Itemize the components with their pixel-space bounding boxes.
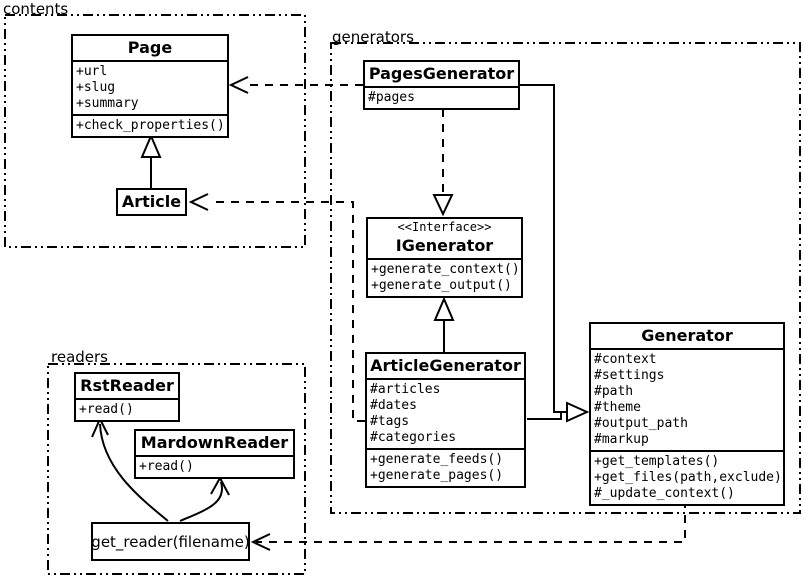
- class-title-mardownreader: MardownReader: [136, 431, 293, 457]
- class-methods-igenerator: +generate_context()+generate_output(): [368, 260, 521, 296]
- open-arrowhead: [188, 193, 209, 211]
- hollow-triangle-arrowhead: [433, 296, 455, 321]
- class-methods-page: +check_properties(): [73, 114, 227, 136]
- member-line: #pages: [368, 90, 415, 105]
- package-label-readers: readers: [51, 348, 108, 366]
- class-articlegenerator: ArticleGenerator #articles#dates#tags#ca…: [365, 352, 526, 488]
- member-line: +generate_pages(): [370, 468, 504, 483]
- member-line: #articles: [370, 382, 441, 397]
- stereotype-interface: <<Interface>>: [397, 220, 492, 234]
- function-box-get-reader: get_reader(filename): [91, 522, 250, 561]
- member-line: #dates: [370, 398, 417, 413]
- package-label-contents: contents: [3, 0, 69, 18]
- member-line: #settings: [594, 368, 665, 383]
- member-line: #theme: [594, 400, 641, 415]
- class-rstreader: RstReader +read(): [74, 372, 180, 422]
- class-methods-rstreader: +read(): [76, 400, 178, 420]
- class-attributes-articlegenerator: #articles#dates#tags#categories: [367, 380, 524, 448]
- class-title-igenerator: <<Interface>> IGenerator: [368, 219, 521, 260]
- generalization-articlegenerator-to-igenerator: [433, 296, 455, 352]
- package-border-generators: [330, 42, 801, 514]
- member-line: +read(): [139, 459, 194, 474]
- dependency-generator-to-getreader: [250, 500, 686, 551]
- member-line: +read(): [79, 402, 134, 417]
- member-line: #markup: [594, 432, 649, 447]
- class-attributes-generator: #context#settings#path#theme#output_path…: [591, 350, 783, 450]
- package-border-contents: [4, 14, 306, 248]
- dependency-pagesgenerator-to-page: [228, 76, 363, 94]
- member-line: #context: [594, 352, 657, 367]
- generalization-articlegenerator-to-generator: [527, 401, 590, 423]
- class-article: Article: [116, 188, 187, 216]
- class-title-article: Article: [121, 192, 182, 211]
- member-line: +slug: [76, 80, 116, 95]
- class-methods-articlegenerator: +generate_feeds()+generate_pages(): [367, 448, 524, 486]
- arrow-getreader-to-mardownreader: [179, 475, 230, 522]
- member-line: #tags: [370, 414, 410, 429]
- member-line: +url: [76, 64, 108, 79]
- class-title-page: Page: [73, 36, 227, 62]
- class-title-generator: Generator: [591, 324, 783, 350]
- member-line: +get_files(path,exclude): [594, 470, 782, 485]
- open-arrowhead: [228, 76, 249, 94]
- class-mardownreader: MardownReader +read(): [134, 429, 295, 479]
- member-line: #path: [594, 384, 634, 399]
- class-page: Page +url+slug+summary +check_properties…: [71, 34, 229, 138]
- member-line: +get_templates(): [594, 454, 720, 469]
- class-attributes-page: +url+slug+summary: [73, 62, 227, 114]
- class-title-articlegenerator: ArticleGenerator: [367, 354, 524, 380]
- generalization-pagesgenerator-to-generator: [520, 84, 567, 413]
- class-title-pagesgenerator: PagesGenerator: [365, 62, 518, 88]
- hollow-triangle-arrowhead: [566, 401, 590, 423]
- class-generator: Generator #context#settings#path#theme#o…: [589, 322, 785, 506]
- package-label-generators: generators: [332, 28, 414, 46]
- function-label-get-reader: get_reader(filename): [91, 532, 250, 551]
- hollow-triangle-arrowhead: [140, 133, 162, 158]
- member-line: #categories: [370, 430, 457, 445]
- member-line: +generate_context(): [371, 262, 520, 277]
- member-line: #_update_context(): [594, 486, 735, 501]
- class-igenerator: <<Interface>> IGenerator +generate_conte…: [366, 217, 523, 298]
- hollow-triangle-arrowhead: [432, 194, 454, 217]
- class-pagesgenerator: PagesGenerator #pages: [363, 60, 520, 110]
- class-attributes-pagesgenerator: #pages: [365, 88, 518, 108]
- member-line: +generate_feeds(): [370, 452, 504, 467]
- class-methods-mardownreader: +read(): [136, 457, 293, 477]
- realization-pagesgenerator-to-igenerator: [432, 109, 454, 217]
- class-title-igenerator-text: IGenerator: [395, 236, 494, 255]
- member-line: #output_path: [594, 416, 688, 431]
- member-line: +generate_output(): [371, 278, 512, 293]
- class-methods-generator: +get_templates()+get_files(path,exclude)…: [591, 450, 783, 504]
- member-line: +summary: [76, 96, 139, 111]
- dependency-articlegenerator-to-article: [188, 193, 365, 422]
- class-title-rstreader: RstReader: [76, 374, 178, 400]
- generalization-article-to-page: [140, 133, 162, 188]
- open-arrowhead: [250, 533, 271, 551]
- open-arrowhead: [210, 475, 230, 496]
- member-line: +check_properties(): [76, 118, 225, 133]
